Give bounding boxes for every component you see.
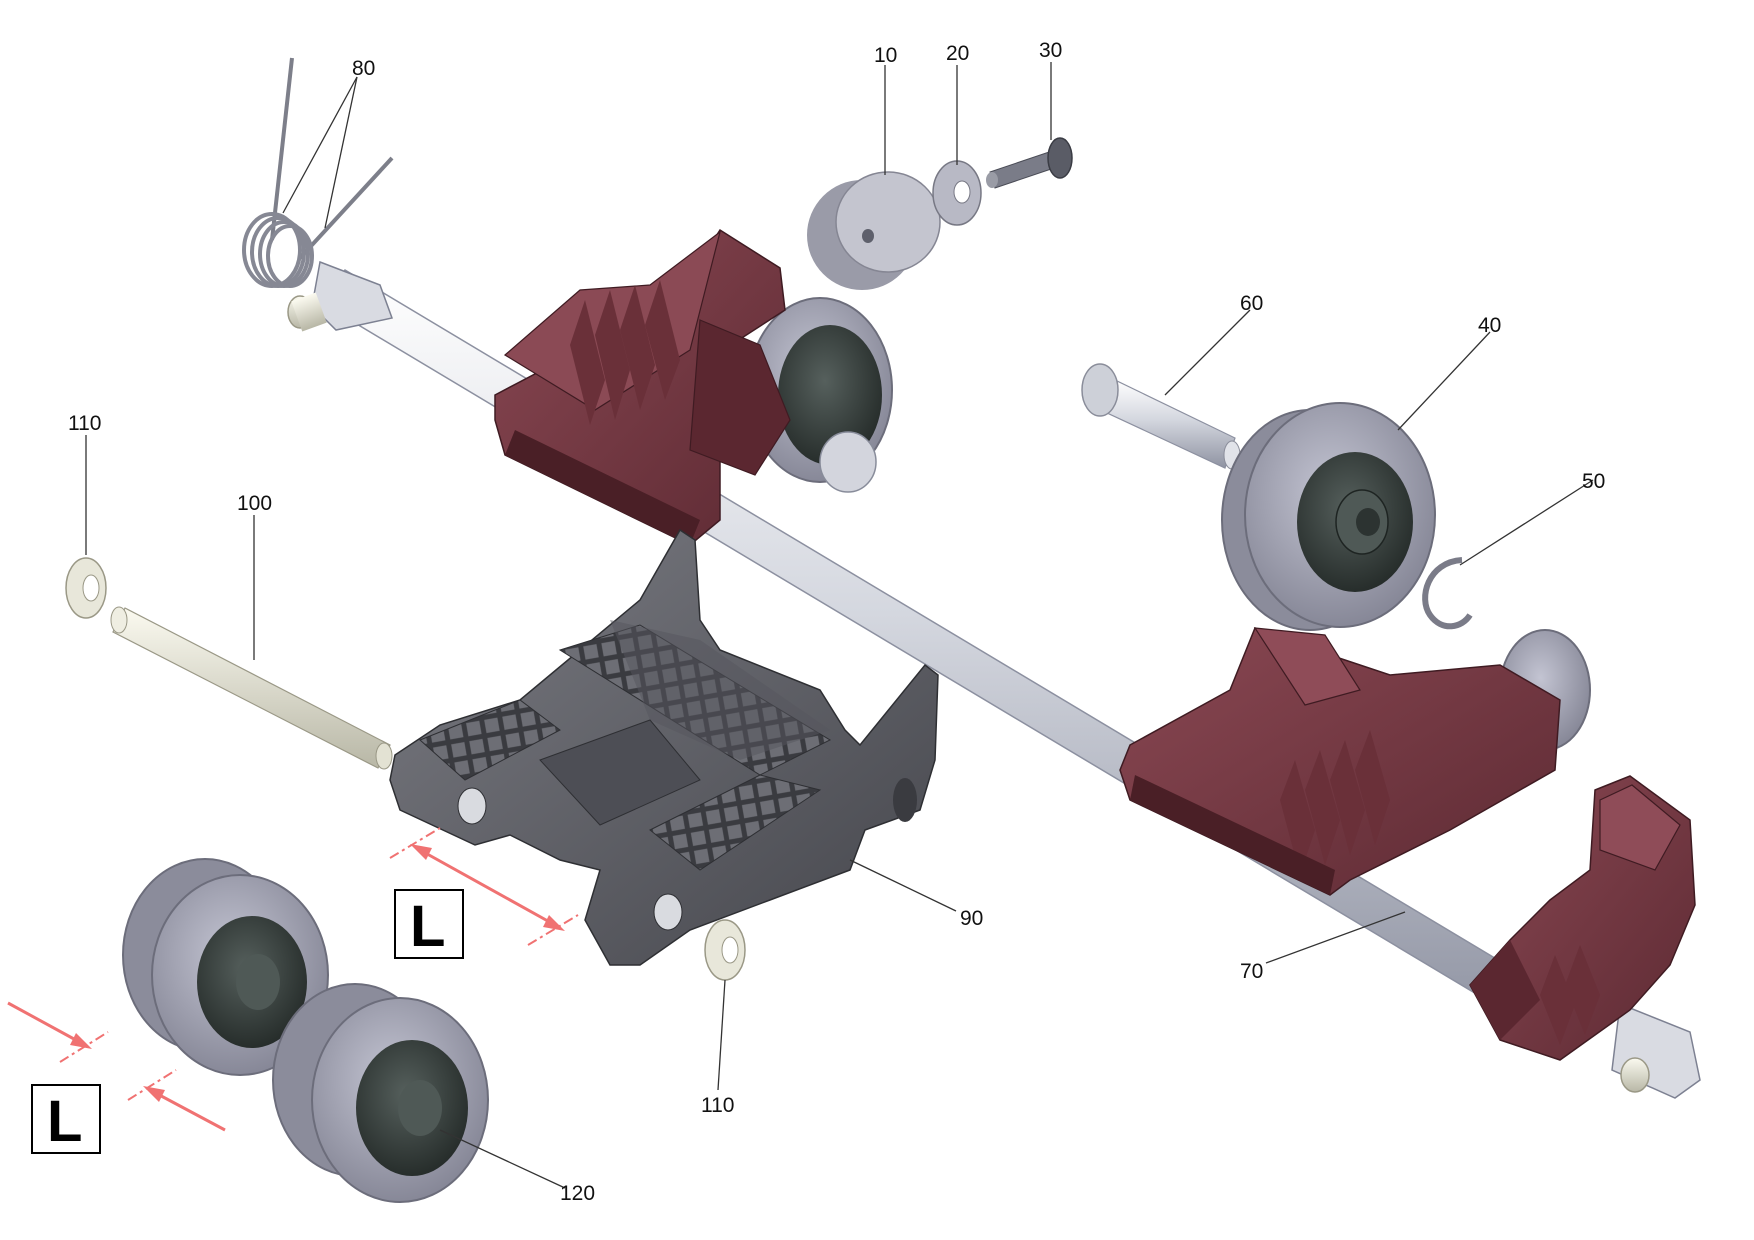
wheel-gap-dimension: [7, 1001, 226, 1132]
callout-20: 20: [946, 42, 969, 65]
callout-90: 90: [960, 907, 983, 930]
axle-pin: [1081, 363, 1241, 470]
callout-10: 10: [874, 44, 897, 67]
frame: [389, 528, 939, 966]
callout-50: 50: [1582, 470, 1605, 493]
frame-pin: [110, 606, 393, 770]
right-bracket: [1119, 627, 1591, 896]
callout-30: 30: [1039, 39, 1062, 62]
frame-length-badge: L: [394, 889, 464, 959]
torsion-spring: [242, 57, 394, 288]
callout-120: 120: [560, 1182, 595, 1205]
callouts: 10 20 30 40 50 60 70 80 90 100 110 110 1…: [68, 39, 1605, 1205]
wheel-length-badge: L: [31, 1084, 101, 1154]
callout-100: 100: [237, 492, 272, 515]
frame-width-dimension: [389, 827, 579, 946]
bolt: [986, 137, 1073, 189]
callout-110-bottom: 110: [701, 1094, 734, 1117]
washer: [932, 160, 982, 226]
twin-wheel-rear: [122, 858, 329, 1076]
callout-40: 40: [1478, 314, 1501, 337]
pin-washer-top: [65, 557, 107, 619]
pin-washer-bottom: [704, 919, 746, 981]
wheel-badge-letter: L: [47, 1089, 82, 1154]
callout-80: 80: [352, 57, 375, 80]
callout-60: 60: [1240, 292, 1263, 315]
callout-110-top: 110: [68, 412, 101, 435]
callout-70: 70: [1240, 960, 1263, 983]
e-clip: [1422, 557, 1473, 630]
wheel-cap: [807, 171, 941, 290]
wheel-large: [1221, 402, 1436, 631]
leader-lines: [85, 62, 1594, 1189]
end-lever-bracket: [1469, 775, 1696, 1061]
frame-badge-letter: L: [410, 894, 445, 959]
twin-wheel-front: [272, 983, 489, 1203]
left-bracket: [494, 228, 893, 546]
